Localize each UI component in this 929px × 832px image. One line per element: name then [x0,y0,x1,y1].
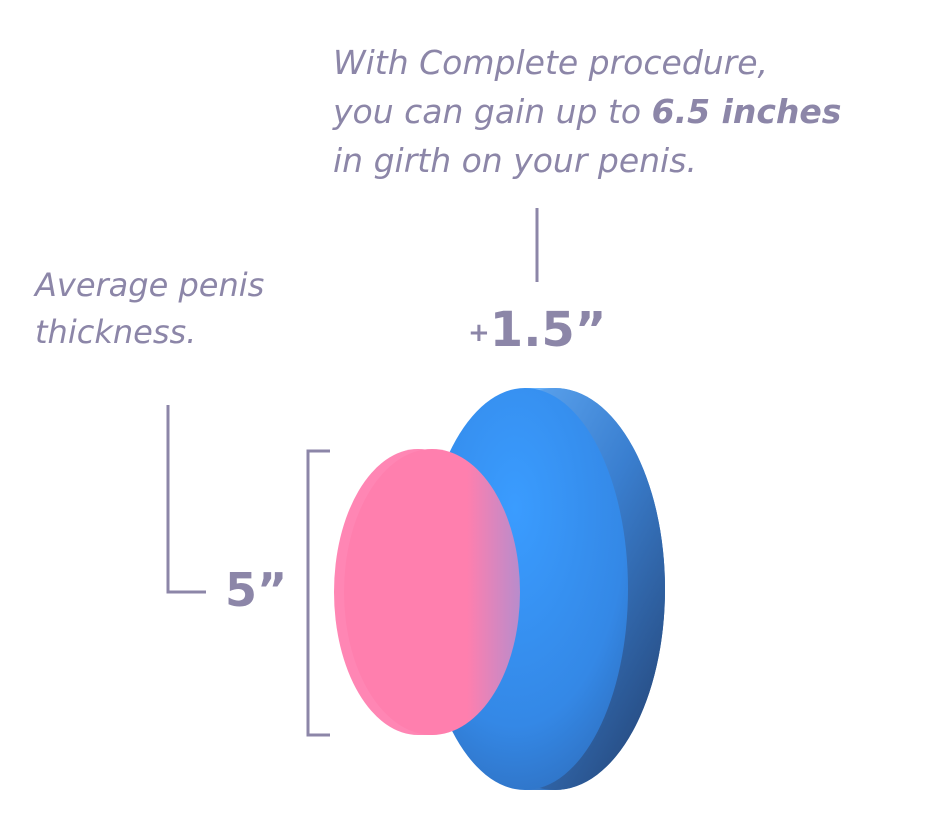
gain-value: 1.5” [489,302,607,358]
annotation-line: Average penis [35,266,265,304]
average-thickness-annotation: Average penis thickness. [35,262,264,356]
gain-measurement: +1.5” [468,302,606,358]
base-connector-line [166,405,206,594]
base-measurement: 5” [225,563,288,617]
enlarged-girth-disc [422,388,665,790]
procedure-gain-annotation: With Complete procedure, you can gain up… [333,38,841,185]
gain-highlight: 6.5 inches [651,92,842,131]
average-girth-disc [334,449,520,735]
annotation-line: With Complete procedure, [333,43,769,82]
annotation-line: thickness. [35,313,197,351]
annotation-line: in girth on your penis. [333,141,697,180]
plus-sign: + [468,318,490,348]
annotation-text: you can gain up to [333,92,652,131]
height-bracket [306,449,330,737]
annotation-line: you can gain up to 6.5 inches [333,87,841,136]
